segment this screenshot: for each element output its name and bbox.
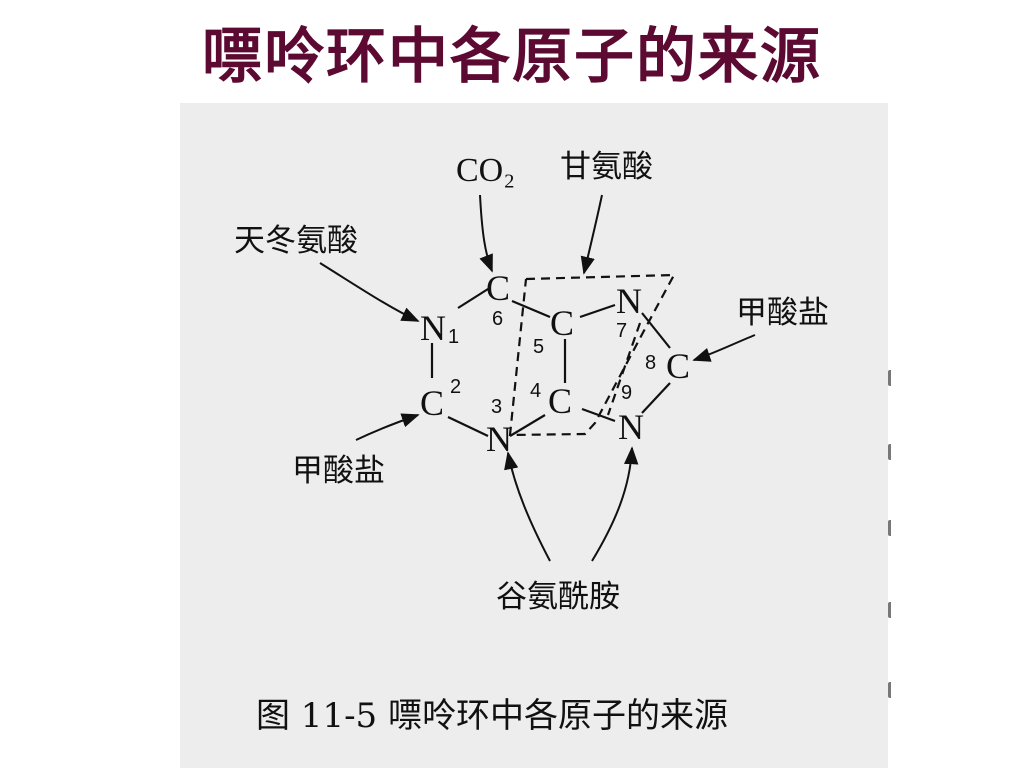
source-label-glycine: 甘氨酸 <box>560 149 653 185</box>
clipped-glyph <box>888 682 903 698</box>
atom-n9: N <box>618 407 644 447</box>
clipped-glyph <box>888 520 903 536</box>
position-number-6: 6 <box>492 308 503 330</box>
arrow-formate-left <box>355 413 420 441</box>
source-label-formate-left: 甲酸盐 <box>292 453 385 489</box>
clipped-glyph <box>888 370 903 386</box>
source-label-formate-right: 甲酸盐 <box>736 295 829 331</box>
position-number-5: 5 <box>533 336 544 358</box>
figure-panel: N 1 C C N C C C N N 6 5 7 8 9 4 2 3 CO₂ … <box>180 103 888 768</box>
bond-c2-n3 <box>447 416 489 437</box>
arrow-formate-right <box>692 334 756 362</box>
atom-c5: C <box>550 303 574 343</box>
clipped-glyph <box>888 444 903 460</box>
position-number-2: 2 <box>450 376 461 398</box>
atom-n3: N <box>486 419 512 459</box>
atom-c8: C <box>666 346 690 386</box>
figure-caption: 图 11-5 嘌呤环中各原子的来源 <box>256 696 728 736</box>
position-number-9: 9 <box>621 382 632 404</box>
purine-diagram: N 1 C C N C C C N N 6 5 7 8 9 4 2 3 CO₂ … <box>234 149 829 736</box>
arrow-glutamine-n9 <box>591 446 639 562</box>
arrow-glutamine-n3 <box>504 451 551 562</box>
bond-c6-c5 <box>511 299 551 319</box>
source-label-aspartate: 天冬氨酸 <box>234 223 358 259</box>
atom-c4: C <box>548 381 572 421</box>
bond-c5-n7 <box>579 303 616 319</box>
source-label-co2: CO₂ <box>456 152 515 189</box>
dashed-line-n7-n9 <box>606 322 642 416</box>
arrow-glycine <box>580 194 603 275</box>
bond-n7-c8 <box>641 312 671 349</box>
atom-c6: C <box>486 268 510 308</box>
arrow-co2 <box>479 194 493 273</box>
atom-n1-subscript: 1 <box>448 326 459 348</box>
atom-n7: N <box>616 281 642 321</box>
atom-n1: N <box>420 308 446 348</box>
bond-n3-c4 <box>509 414 546 437</box>
position-number-7: 7 <box>616 320 627 342</box>
atom-c2: C <box>420 383 444 423</box>
position-number-3: 3 <box>491 396 502 418</box>
arrow-aspartate <box>319 262 420 322</box>
clipped-glyph <box>888 602 903 618</box>
clipped-text-edge <box>888 340 908 720</box>
bond-n1-c6 <box>457 288 489 309</box>
position-number-8: 8 <box>645 352 656 374</box>
source-label-glutamine: 谷氨酰胺 <box>496 579 620 615</box>
slide-title: 嘌呤环中各原子的来源 <box>202 22 822 92</box>
position-number-4: 4 <box>530 380 541 402</box>
dashed-box-glycine <box>508 273 676 437</box>
bond-n9-c8 <box>641 382 671 414</box>
